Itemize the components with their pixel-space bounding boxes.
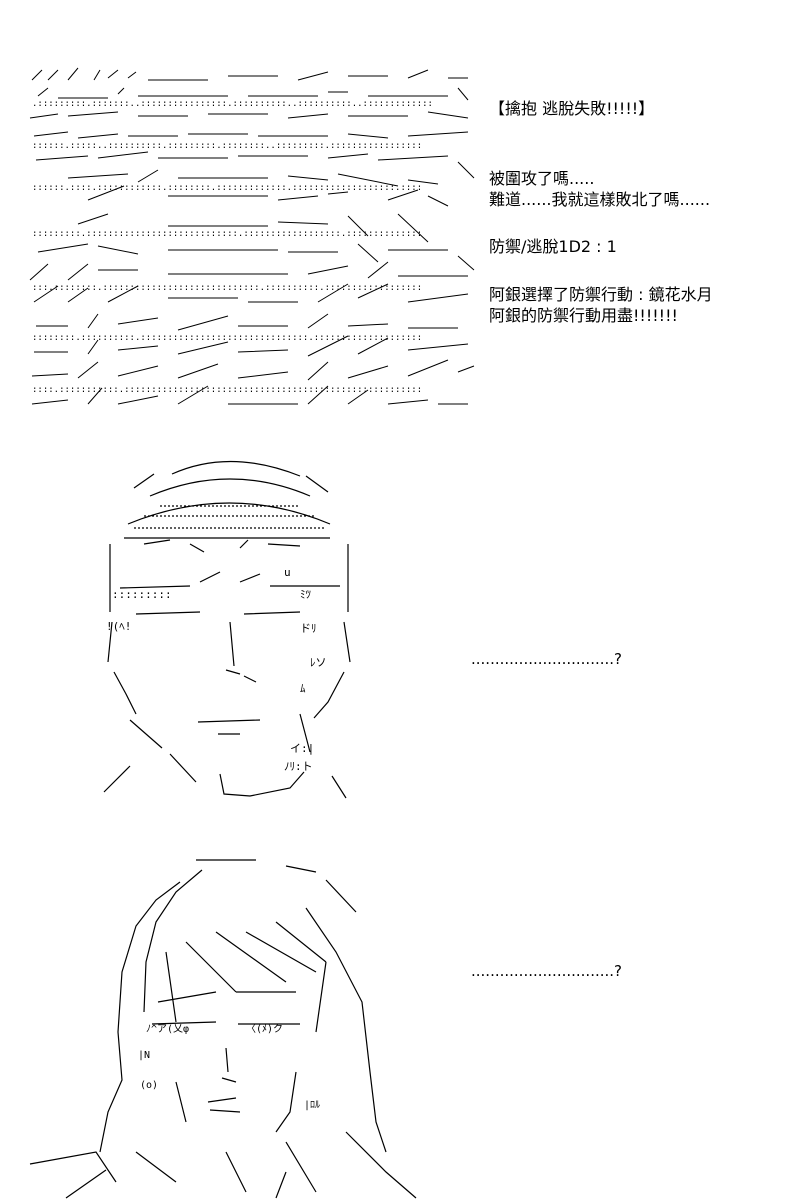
svg-text:::::.:::::::::::.:::::::::::::: ::::.:::::::::::.:::::::::::::::::::::::…: [32, 385, 422, 395]
crowd-scene-art: .:::::::::.:::::::..::::::::::::::::.:::…: [28, 66, 478, 416]
dialogue-line-2: 難道......我就這樣敗北了嗎......: [489, 190, 711, 209]
defense-roll: 防禦/逃脫1D2 : 1: [489, 237, 617, 256]
panel1-title: 【擒抱 逃脫失敗!!!!!】: [489, 99, 655, 118]
svg-text:ドﾘ: ドﾘ: [300, 622, 317, 635]
svg-text:ﾉ^ア(乂φ: ﾉ^ア(乂φ: [146, 1024, 189, 1035]
svg-text::::.::::::::.:::::::::::::::::: :::.::::::::.:::::::::::::::::::::::::::…: [32, 283, 422, 293]
result-line-1: 阿銀選擇了防禦行動 : 鏡花水月: [489, 285, 713, 304]
svg-text:::::::.:::::..::::::::::.:::::: ::::::.:::::..::::::::::.:::::::::.:::::…: [32, 141, 422, 151]
result-line-2: 阿銀的防禦行動用盡!!!!!!!: [489, 306, 678, 325]
svg-text:!(ﾍ!: !(ﾍ!: [106, 620, 131, 633]
svg-text:::::::::.::::::::::.::::::::::: ::::::::.::::::::::.::::::::::::::::::::…: [32, 333, 422, 343]
svg-text:ﾚソ: ﾚソ: [310, 656, 327, 669]
panel1-result: 阿銀選擇了防禦行動 : 鏡花水月 阿銀的防禦行動用盡!!!!!!!: [489, 284, 713, 326]
dialogue-line-1: 被圍攻了嗎.....: [489, 169, 595, 188]
svg-text::::::::::.::::::::::::::::::::: :::::::::.::::::::::::::::::::::::::::.:…: [32, 229, 422, 239]
svg-text:ﾑ: ﾑ: [300, 682, 306, 695]
svg-text::::::::::: :::::::::: [112, 588, 172, 601]
panel2-ellipsis: ..............................?: [471, 650, 623, 668]
svg-text:(o): (o): [140, 1080, 158, 1091]
svg-text:〈(ﾒ)ク: 〈(ﾒ)ク: [246, 1023, 283, 1035]
svg-text:.:::::::::.:::::::..::::::::::: .:::::::::.:::::::..::::::::::::::::.:::…: [32, 99, 433, 109]
svg-text:::::::.::::.::::::::::::.:::::: ::::::.::::.::::::::::::.::::::::.::::::…: [32, 183, 422, 193]
svg-text:ﾐﾂ: ﾐﾂ: [300, 588, 311, 601]
capped-man-face-art: u ::::::::: ﾐﾂ !(ﾍ! ドﾘ ﾚソ ﾑ イ:| ﾉﾘ:ト: [100, 452, 360, 804]
panel3-ellipsis: ..............................?: [471, 962, 623, 980]
long-haired-man-face-art: ﾉ^ア(乂φ 〈(ﾒ)ク |N (o) |ﾛﾙ: [26, 852, 446, 1200]
svg-text:イ:|: イ:|: [290, 742, 314, 755]
svg-text:|N: |N: [138, 1050, 150, 1061]
svg-text:u: u: [284, 566, 291, 579]
panel1-dialogue: 被圍攻了嗎..... 難道......我就這樣敗北了嗎......: [489, 168, 710, 210]
svg-text:ﾉﾘ:ト: ﾉﾘ:ト: [284, 760, 313, 773]
svg-text:|ﾛﾙ: |ﾛﾙ: [304, 1100, 320, 1111]
